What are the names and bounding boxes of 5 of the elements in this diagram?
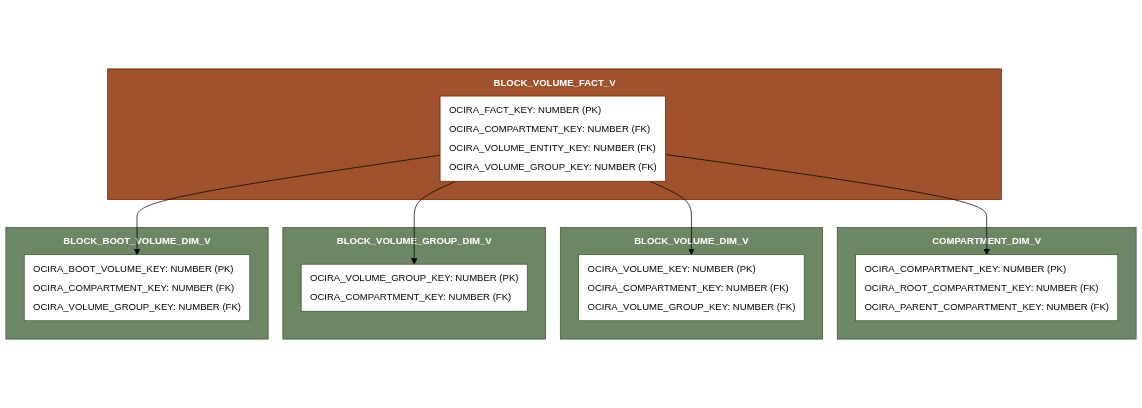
node-box: OCIRA_COMPARTMENT_KEY: NUMBER (PK) OCIRA_ROOT_COMPARTMENT_KEY: NUMBER (FK) OCIRA_PARENT_COMPARTMENT_KEY: NUMBER (FK): [855, 254, 1119, 322]
node-box: OCIRA_BOOT_VOLUME_KEY: NUMBER (PK) OCIRA_COMPARTMENT_KEY: NUMBER (FK) OCIRA_VOLUME_GROUP_KEY: NUMBER (FK): [23, 254, 251, 322]
node-box: OCIRA_VOLUME_GROUP_KEY: NUMBER (PK) OCIRA_COMPARTMENT_KEY: NUMBER (FK): [300, 263, 528, 312]
node-box: OCIRA_VOLUME_KEY: NUMBER (PK) OCIRA_COMPARTMENT_KEY: NUMBER (FK) OCIRA_VOLUME_GROUP_KEY: NUMBER (FK): [578, 254, 805, 322]
node-box: OCIRA_FACT_KEY: NUMBER (PK) OCIRA_COMPARTMENT_KEY: NUMBER (FK) OCIRA_VOLUME_ENTITY_KEY: NUMBER (FK) OCIRA_VOLUME_GROUP_KEY: NUMBER (FK): [439, 95, 666, 182]
